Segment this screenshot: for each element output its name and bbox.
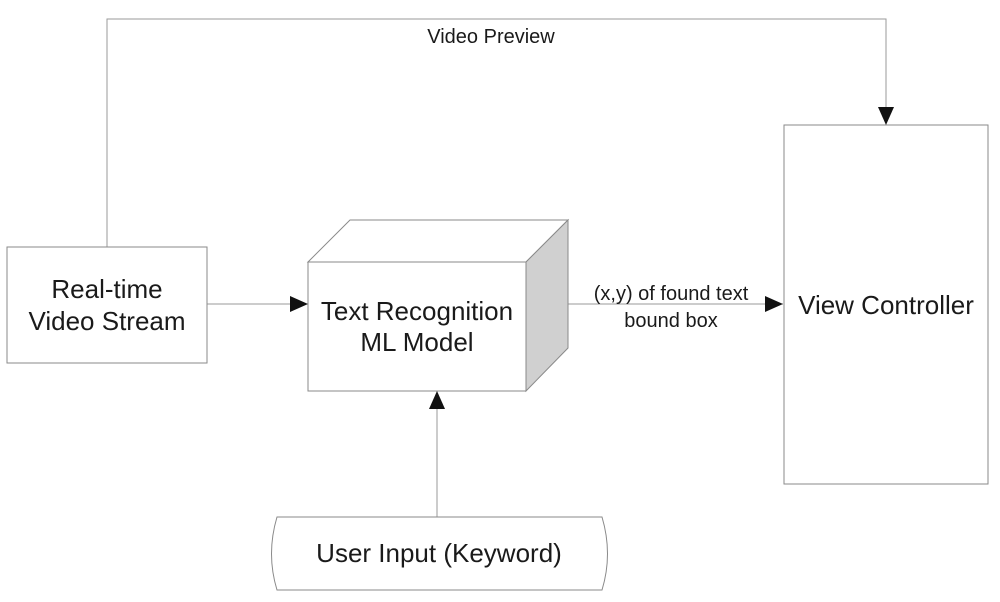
video-preview-connector — [106, 18, 894, 247]
view-controller-box — [783, 124, 989, 485]
user-input-shape — [271, 516, 608, 591]
node-view-controller: View Controller — [783, 124, 989, 485]
user-input-label: User Input (Keyword) — [316, 538, 562, 568]
found-text-label-line2: bound box — [624, 310, 717, 332]
edge-video-preview: Video Preview — [106, 18, 894, 247]
ml-model-label-line1: Text Recognition — [321, 296, 513, 326]
node-user-input: User Input (Keyword) — [271, 516, 608, 591]
video-stream-label-line1: Real-time — [51, 274, 162, 304]
node-ml-model: Text Recognition ML Model — [306, 218, 570, 393]
ml-model-cube-front — [307, 261, 527, 392]
ml-model-label-line2: ML Model — [360, 327, 473, 357]
edge-found-text: (x,y) of found text bound box — [526, 283, 783, 332]
video-stream-label-line2: Video Stream — [28, 306, 185, 336]
ml-model-cube-top — [306, 219, 570, 263]
video-preview-label: Video Preview — [427, 26, 555, 48]
found-text-label-line1: (x,y) of found text — [594, 283, 749, 305]
video-stream-box — [6, 246, 208, 364]
node-video-stream: Real-time Video Stream — [6, 246, 208, 364]
view-controller-label: View Controller — [798, 290, 974, 320]
